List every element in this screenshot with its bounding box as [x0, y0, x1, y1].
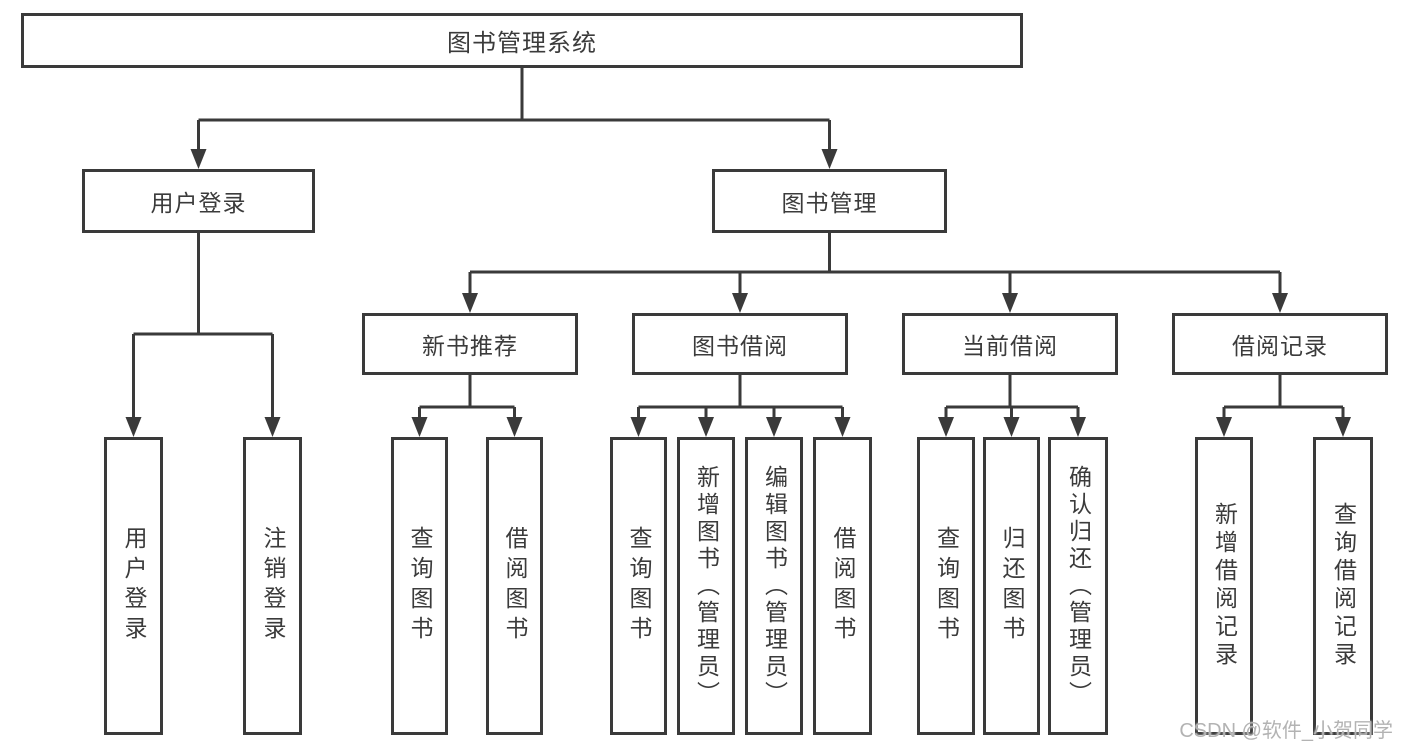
node-label: 注销登录 — [260, 526, 286, 646]
node-label: 查询借阅记录 — [1330, 502, 1357, 670]
node-label: 新增图书（管理员） — [693, 464, 720, 708]
node-label: 用户登录 — [121, 526, 147, 646]
connectors-borrow-records-to-leaves — [1216, 375, 1351, 437]
node-borrowing-records: 借阅记录 — [1172, 313, 1388, 375]
node-label: 编辑图书（管理员） — [761, 464, 788, 708]
leaf-borrow-books-borrowing: 借阅图书 — [813, 437, 872, 735]
node-book-management: 图书管理 — [712, 169, 947, 233]
node-label: 确认归还（管理员） — [1065, 464, 1092, 708]
node-book-borrowing: 图书借阅 — [632, 313, 848, 375]
node-label: 查询图书 — [933, 526, 960, 646]
node-label: 图书管理系统 — [447, 30, 597, 57]
leaf-logout: 注销登录 — [243, 437, 302, 735]
connectors-new-book-rec-to-leaves — [411, 375, 523, 437]
leaf-query-books-recommend: 查询图书 — [391, 437, 448, 735]
node-label: 新增借阅记录 — [1211, 502, 1238, 670]
leaf-return-books: 归还图书 — [983, 437, 1040, 735]
connectors-book-mgmt-to-level3 — [462, 233, 1288, 313]
node-label: 用户登录 — [150, 190, 247, 216]
node-label: 借阅图书 — [830, 526, 856, 646]
leaf-query-borrow-record: 查询借阅记录 — [1313, 437, 1373, 735]
node-root-system: 图书管理系统 — [21, 13, 1023, 68]
node-label: 归还图书 — [999, 526, 1025, 646]
connectors-book-borrow-to-leaves — [630, 375, 851, 437]
node-label: 当前借阅 — [962, 333, 1058, 359]
node-label: 图书借阅 — [692, 333, 788, 359]
connectors-user-login-to-leaves — [125, 233, 281, 437]
node-label: 借阅记录 — [1232, 333, 1328, 359]
node-label: 查询图书 — [407, 526, 433, 646]
leaf-edit-books-admin: 编辑图书（管理员） — [745, 437, 803, 735]
leaf-user-login: 用户登录 — [104, 437, 163, 735]
leaf-query-books-current: 查询图书 — [917, 437, 975, 735]
node-label: 新书推荐 — [422, 333, 518, 359]
leaf-confirm-return-admin: 确认归还（管理员） — [1048, 437, 1108, 735]
node-new-book-recommend: 新书推荐 — [362, 313, 578, 375]
node-label: 图书管理 — [781, 190, 878, 216]
connectors-current-borrow-to-leaves — [938, 375, 1086, 437]
node-label: 借阅图书 — [502, 526, 528, 646]
leaf-borrow-books-recommend: 借阅图书 — [486, 437, 543, 735]
connectors-root-to-level2 — [190, 68, 838, 169]
leaf-add-books-admin: 新增图书（管理员） — [677, 437, 735, 735]
node-current-borrowing: 当前借阅 — [902, 313, 1118, 375]
leaf-query-books-borrowing: 查询图书 — [610, 437, 667, 735]
node-user-login: 用户登录 — [82, 169, 315, 233]
node-label: 查询图书 — [626, 526, 652, 646]
leaf-add-borrow-record: 新增借阅记录 — [1195, 437, 1253, 735]
csdn-watermark: CSDN @软件_小贺同学 — [1179, 720, 1393, 742]
